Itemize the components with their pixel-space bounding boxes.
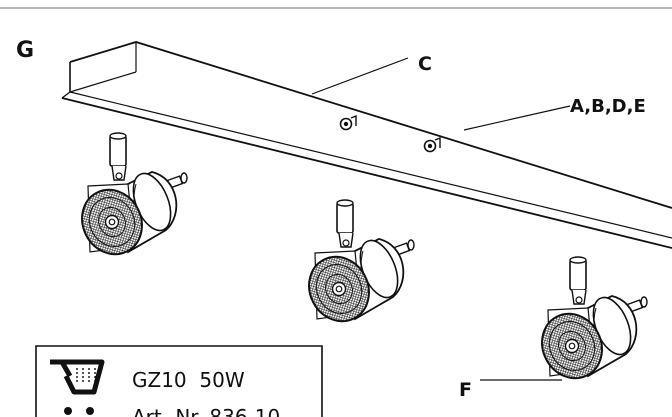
bulb-symbol-icon: [50, 359, 105, 415]
screw-icon: [423, 136, 441, 153]
spotlight-left: [69, 132, 188, 266]
spotlight-middle: [296, 199, 415, 333]
figure-label: G: [16, 38, 34, 63]
info-box: GZ10 50W Art.-Nr. 836-10: [35, 345, 323, 417]
callout-c: C: [418, 53, 432, 75]
screw-icon: [339, 114, 357, 131]
leader-line-c: [311, 57, 409, 95]
callout-f: F: [459, 379, 472, 401]
spec-line-2: Art.-Nr. 836-10: [132, 405, 280, 417]
leader-line-abde: [463, 105, 571, 131]
spec-line-1: GZ10 50W: [132, 368, 245, 392]
spotlight-right: [529, 256, 648, 390]
callout-abde: A,B,D,E: [570, 96, 646, 117]
mounting-rail: [61, 41, 672, 249]
